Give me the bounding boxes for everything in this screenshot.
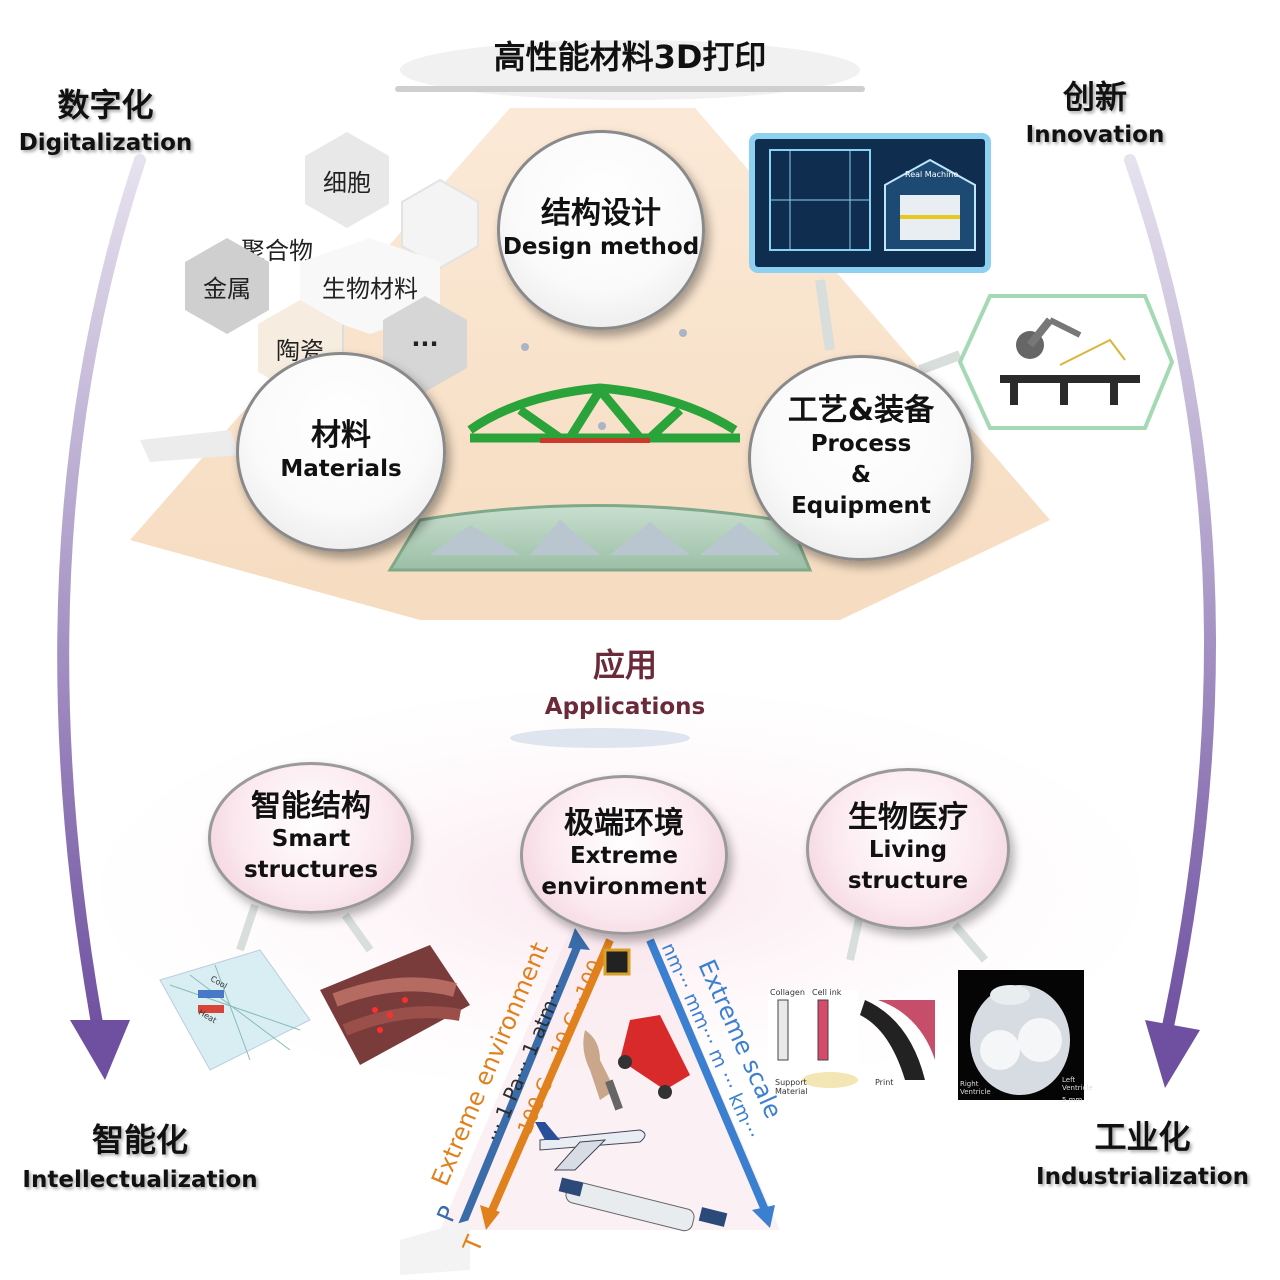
extreme-en-2: environment (541, 874, 707, 901)
living-en-2: structure (847, 868, 969, 895)
connector-robot (918, 350, 962, 375)
circle-materials: 材料 Materials (236, 352, 446, 552)
dot (598, 422, 606, 430)
floor-reflection (140, 430, 240, 462)
process-en-3: Equipment (791, 492, 931, 519)
car-icon (618, 1015, 690, 1099)
right-cycle-arrow (1124, 154, 1216, 1046)
prosthetic-icon (583, 1030, 623, 1111)
circle-living-structure: 生物医疗 Living structure (806, 768, 1010, 930)
connector-living-1 (846, 914, 864, 961)
title-underline (395, 86, 865, 92)
corner-top-right-en: Innovation (1025, 122, 1165, 148)
corner-bottom-left: 智能化 Intellectualization (20, 1115, 260, 1193)
dot (679, 329, 687, 337)
connector-smart-1 (236, 903, 259, 952)
right-arrowhead (1145, 1020, 1200, 1088)
right-ventricle-caption: Right Ventricle (960, 1080, 991, 1096)
extreme-axes (456, 928, 775, 1232)
process-en-1: Process (810, 430, 912, 457)
applications-stage (510, 728, 690, 748)
corner-bottom-right-en: Industrialization (1036, 1164, 1249, 1190)
print-caption: Print (875, 1078, 894, 1087)
smart-lattice-image (159, 949, 311, 1071)
living-en-1: Living (868, 837, 948, 864)
real-machine-caption: Real Machine (905, 170, 959, 179)
materials-cn: 材料 (311, 418, 371, 454)
applications-label: 应用 Applications (520, 640, 730, 720)
corner-top-left-cn: 数字化 (57, 86, 154, 124)
hex-metal: 金属 (185, 238, 269, 334)
scale-bar-caption: 5 mm (1062, 1096, 1083, 1104)
floor-reflection (400, 1220, 470, 1275)
corner-bottom-left-cn: 智能化 (91, 1121, 188, 1159)
applications-en: Applications (544, 694, 706, 720)
extreme-en-1: Extreme (569, 843, 679, 870)
collagen-caption: Collagen (770, 988, 805, 997)
applications-cn: 应用 (592, 646, 657, 684)
extreme-cn: 极端环境 (564, 805, 684, 841)
circle-process-equipment: 工艺&装备 Process & Equipment (748, 355, 974, 561)
smart-cn: 智能结构 (251, 788, 371, 824)
circle-smart-structures: 智能结构 Smart structures (208, 762, 414, 914)
connector-smart-2 (341, 912, 374, 953)
materials-en: Materials (280, 455, 402, 482)
left-ventricle-caption: Left Ventricle (1062, 1076, 1093, 1092)
smart-en-1: Smart (271, 826, 351, 853)
space-station-icon (558, 1177, 728, 1232)
smart-en-2: structures (243, 857, 379, 884)
robot-image (957, 294, 1175, 430)
machine-image (749, 133, 991, 273)
truss-base-line (540, 438, 650, 443)
corner-top-right-cn: 创新 (1062, 78, 1127, 116)
corner-bottom-right: 工业化 Industrialization (1030, 1112, 1255, 1190)
printed-truss-3d (387, 504, 813, 572)
dot (521, 343, 529, 351)
chip-icon (603, 948, 631, 976)
page-title: 高性能材料3D打印 (493, 38, 767, 76)
circle-design-method: 结构设计 Design method (497, 130, 705, 330)
heart-image (958, 970, 1084, 1100)
hex-cell: 细胞 (305, 132, 389, 228)
corner-bottom-right-cn: 工业化 (1094, 1118, 1191, 1156)
connector-machine (815, 279, 835, 351)
connector-living-2 (951, 922, 989, 963)
left-cycle-arrow (57, 154, 146, 1046)
airplane-icon (535, 1122, 646, 1171)
title-shadow (400, 40, 860, 100)
circle-extreme-environment: 极端环境 Extreme environment (520, 775, 728, 935)
cell-ink-caption: Cell ink (812, 988, 842, 997)
corner-top-left-en: Digitalization (18, 130, 193, 156)
topology-truss (467, 383, 740, 443)
smart-hand-image (320, 945, 470, 1065)
corner-top-left: 数字化 Digitalization (18, 80, 193, 156)
design-cn: 结构设计 (541, 196, 661, 232)
support-material-caption: Support Material (775, 1078, 808, 1096)
left-arrowhead (70, 1020, 130, 1080)
process-cn: 工艺&装备 (787, 393, 935, 429)
bioprint-image (768, 990, 935, 1095)
corner-bottom-left-en: Intellectualization (22, 1167, 258, 1193)
design-en: Design method (502, 233, 700, 260)
corner-top-right: 创新 Innovation (1020, 72, 1170, 148)
living-cn: 生物医疗 (848, 799, 968, 835)
process-en-2: & (850, 461, 872, 488)
hex-outline (401, 178, 479, 270)
